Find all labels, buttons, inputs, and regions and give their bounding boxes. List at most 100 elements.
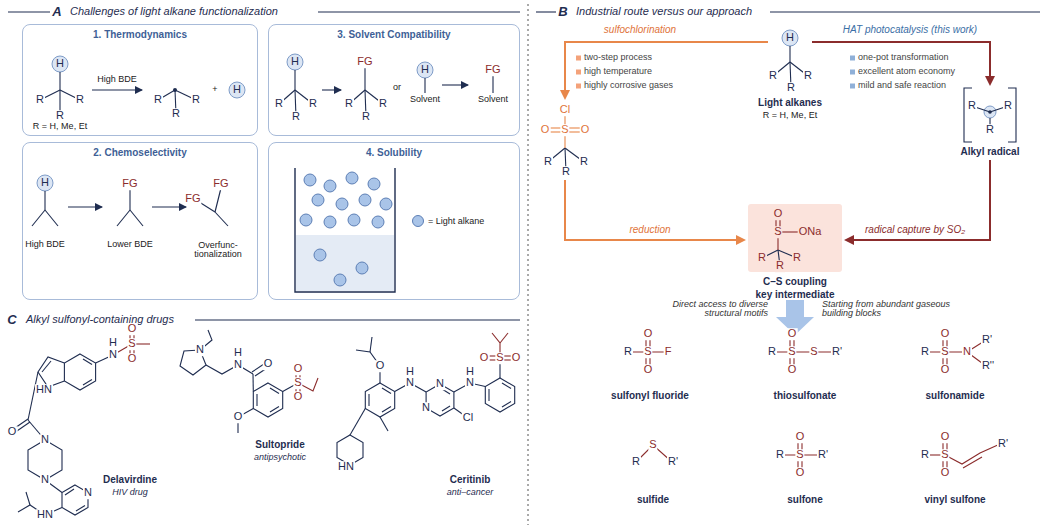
atom-label: H (290, 56, 300, 68)
atom-label: N (83, 487, 93, 499)
product-label: sulfonamide (926, 391, 985, 402)
atom-label: R (775, 260, 785, 272)
atom-label: N (40, 474, 50, 486)
atom-label: R (767, 346, 777, 358)
atom-label: R (344, 98, 354, 110)
atom-label: O (940, 364, 951, 376)
atom-label: N (405, 377, 415, 389)
route-label: reduction (629, 225, 670, 236)
note-text: Solvent (410, 95, 440, 104)
atom-label: S (940, 449, 949, 461)
atom-label: R (561, 166, 571, 178)
atom-label: N (421, 402, 431, 414)
atom-label: HN (36, 509, 54, 521)
drug-name: Sultopride (255, 440, 304, 451)
atom-label: S (643, 346, 652, 358)
atom-label: S (560, 124, 569, 136)
product-label: thiosulfonate (774, 391, 837, 402)
atom-label: O (540, 124, 551, 136)
atom-label: R (786, 82, 796, 94)
atom-label: HN (337, 461, 355, 473)
panel-box: 2. Chemoselectivity (22, 142, 258, 300)
drug-class: anti–cancer (447, 488, 494, 497)
atom-label: Cl (559, 104, 571, 116)
atom-label: N (233, 359, 243, 371)
atom-label: R (191, 94, 201, 106)
atom-label: R (291, 111, 301, 123)
atom-label: S (648, 439, 657, 451)
bullet-text: mild and safe reaction (858, 81, 946, 90)
panel-title: 3. Solvent Compatibility (269, 25, 519, 40)
atom-label: R' (831, 346, 843, 358)
atom-label: O (127, 353, 138, 365)
atom-label: O (479, 352, 490, 364)
atom-label: FG (184, 193, 201, 205)
atom-label: R (920, 449, 930, 461)
panel-heading: Challenges of light alkane functionaliza… (70, 6, 278, 18)
atom-label: F (664, 346, 673, 358)
atom-label: O (795, 467, 806, 479)
atom-label: R' (997, 438, 1009, 450)
legend-text: = Light alkane (428, 216, 484, 226)
atom-label: HN (35, 384, 53, 396)
atom-label: O (940, 431, 951, 443)
structure-label: C–S coupling (763, 277, 827, 288)
atom-label: H (465, 366, 475, 378)
panel-heading: Alkyl sulfonyl-containing drugs (26, 314, 174, 326)
bullet-text: high temperature (584, 67, 652, 76)
atom-label: R (75, 94, 85, 106)
atom-label: H (405, 366, 415, 378)
atom-label: R (985, 124, 995, 136)
note-text: Lower BDE (107, 240, 153, 249)
atom-label: H (232, 84, 242, 96)
panel-letter: C (7, 313, 16, 327)
atom-label: R (623, 346, 633, 358)
note-text: Solvent (478, 95, 508, 104)
atom-label: R (967, 100, 977, 112)
structure-label: Alkyl radical (961, 147, 1020, 158)
atom-label: R (792, 252, 802, 264)
atom-label: O (293, 391, 304, 403)
drug-class: antipsychotic (254, 453, 306, 462)
atom-label: O (940, 328, 951, 340)
note-text: + (212, 85, 217, 94)
atom-label: S (495, 352, 504, 364)
atom-label: S (293, 377, 302, 389)
route-label: radical capture by SO₂ (865, 225, 965, 236)
atom-label: H (108, 337, 118, 349)
atom-label: R (153, 94, 163, 106)
atom-label: R (171, 108, 181, 120)
note-text: High BDE (97, 75, 137, 84)
panel-box: 3. Solvent Compatibility (268, 24, 520, 136)
atom-label: R (543, 156, 553, 168)
atom-label: N (195, 344, 205, 356)
atom-label: R (803, 70, 813, 82)
atom-label: R (308, 98, 318, 110)
arrow-caption: Starting from abundant gaseous building … (822, 300, 972, 319)
note-text: High BDE (25, 240, 65, 249)
panel-title: 2. Chemoselectivity (23, 143, 257, 158)
atom-label: O (940, 467, 951, 479)
atom-label: R (35, 94, 45, 106)
atom-label: O (643, 364, 654, 376)
atom-label: H (55, 58, 65, 70)
panel-letter: A (52, 5, 61, 19)
atom-label: N (465, 377, 475, 389)
atom-label: O (643, 328, 654, 340)
atom-label: R' (667, 456, 679, 468)
atom-label: R (579, 156, 589, 168)
route-label: sulfochlorination (604, 25, 676, 36)
atom-label: O (233, 411, 244, 423)
atom-label: H (233, 347, 243, 359)
atom-label: FG (121, 178, 138, 190)
atom-label: S (809, 346, 818, 358)
atom-label: Cl (462, 412, 474, 424)
panel-title: 1. Thermodynamics (23, 25, 257, 40)
atom-label: S (773, 226, 782, 238)
drug-name: Delavirdine (103, 475, 157, 486)
atom-label: R (775, 449, 785, 461)
atom-label: H (785, 32, 795, 44)
atom-label: O (795, 431, 806, 443)
atom-label: O (580, 124, 591, 136)
atom-label: O (293, 363, 304, 375)
